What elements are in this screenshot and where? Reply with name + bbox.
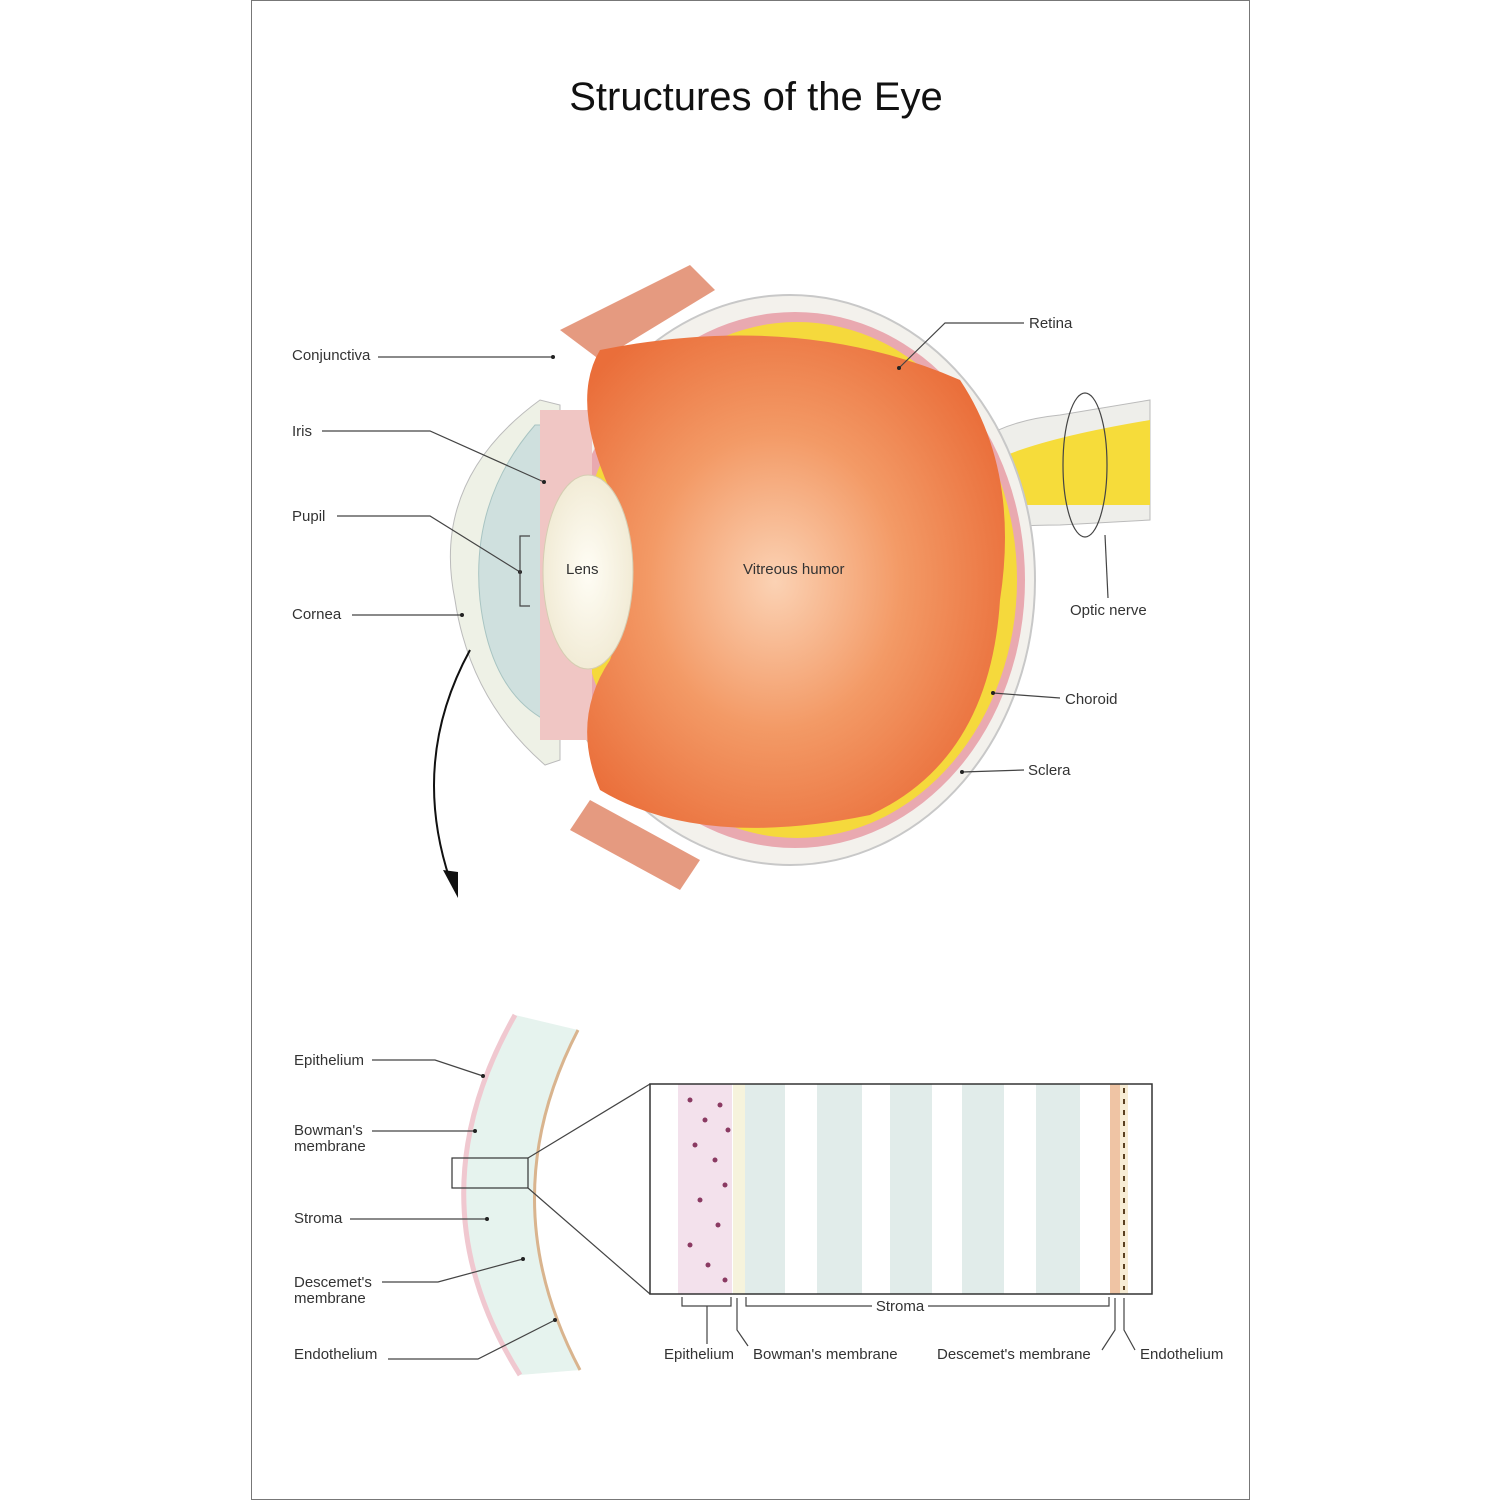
detail-label-bowman: Bowman's membrane (753, 1346, 898, 1363)
detail-label-descemet: Descemet's membrane (937, 1346, 1091, 1363)
optic-nerve (985, 420, 1150, 505)
cornea-layer-detail (649, 1083, 1153, 1295)
lens-label: Lens (566, 561, 599, 578)
section-label-descemet-2: membrane (294, 1290, 366, 1307)
detail-label-epithelium: Epithelium (664, 1346, 734, 1363)
vitreous-humor (587, 335, 1005, 828)
label-iris: Iris (292, 423, 312, 440)
detail-inset (451, 1157, 529, 1189)
section-label-descemet-1: Descemet's (294, 1274, 372, 1291)
label-sclera: Sclera (1028, 762, 1071, 779)
label-optic-nerve: Optic nerve (1070, 602, 1147, 619)
anterior-chamber (478, 424, 549, 721)
cornea-section (463, 1015, 580, 1375)
detail-label-stroma: Stroma (876, 1298, 925, 1315)
arrow-head-icon (443, 870, 458, 898)
label-conjunctiva: Conjunctiva (292, 347, 371, 364)
page-title: Structures of the Eye (569, 75, 943, 119)
lens (542, 474, 634, 670)
section-label-stroma: Stroma (294, 1210, 343, 1227)
label-cornea: Cornea (292, 606, 342, 623)
detail-label-endothelium: Endothelium (1140, 1346, 1223, 1363)
inferior-muscle (570, 800, 700, 890)
superior-muscle (560, 265, 715, 360)
section-label-bowman-1: Bowman's (294, 1122, 363, 1139)
section-label-endothelium: Endothelium (294, 1346, 377, 1363)
vitreous-label: Vitreous humor (743, 561, 844, 578)
section-label-epithelium: Epithelium (294, 1052, 364, 1069)
label-choroid: Choroid (1065, 691, 1118, 708)
label-retina: Retina (1029, 315, 1073, 332)
section-label-bowman-2: membrane (294, 1138, 366, 1155)
label-pupil: Pupil (292, 508, 325, 525)
